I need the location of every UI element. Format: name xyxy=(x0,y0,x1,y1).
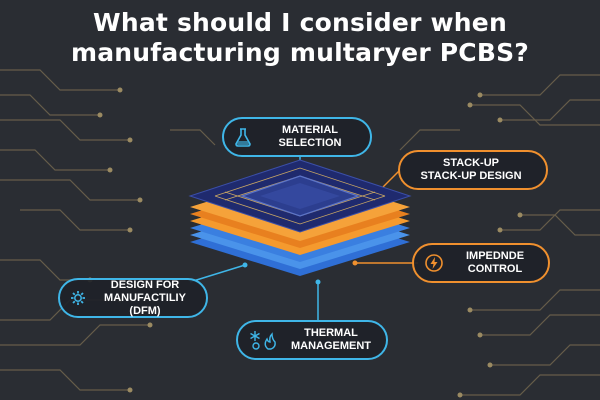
page-title-line-2: manufacturing multaryer PCBS? xyxy=(70,38,529,67)
pcb-layer-stack xyxy=(188,159,412,276)
callout-stackup-design: STACK-UP STACK-UP DESIGN xyxy=(398,150,548,190)
callout-material-selection: MATERIAL SELECTION xyxy=(222,117,372,157)
callout-thermal-management: THERMAL MANAGEMENT xyxy=(236,320,388,360)
circuit-nodes xyxy=(87,87,523,398)
callout-dfm-label: DESIGN FOR MANUFACTILIY (DFM) xyxy=(104,278,186,317)
callout-material-label: MATERIAL SELECTION xyxy=(278,124,342,149)
pcb-chip-core xyxy=(260,183,340,209)
circuit-traces-background xyxy=(0,69,600,396)
snowflake-flame-icon xyxy=(248,329,278,351)
page-title-line-1: What should I consider when xyxy=(93,8,507,37)
callout-impedance-control: IMPEDNDE CONTROL xyxy=(412,243,550,283)
callout-design-for-manufacturability: DESIGN FOR MANUFACTILIY (DFM) xyxy=(58,278,208,318)
callout-impedance-label: IMPEDNDE CONTROL xyxy=(465,250,525,275)
flask-icon xyxy=(234,127,252,147)
callout-thermal-label: THERMAL MANAGEMENT xyxy=(290,327,372,352)
lightning-icon xyxy=(424,253,444,273)
callout-stackup-label: STACK-UP STACK-UP DESIGN xyxy=(420,157,522,182)
gear-icon xyxy=(70,290,86,306)
